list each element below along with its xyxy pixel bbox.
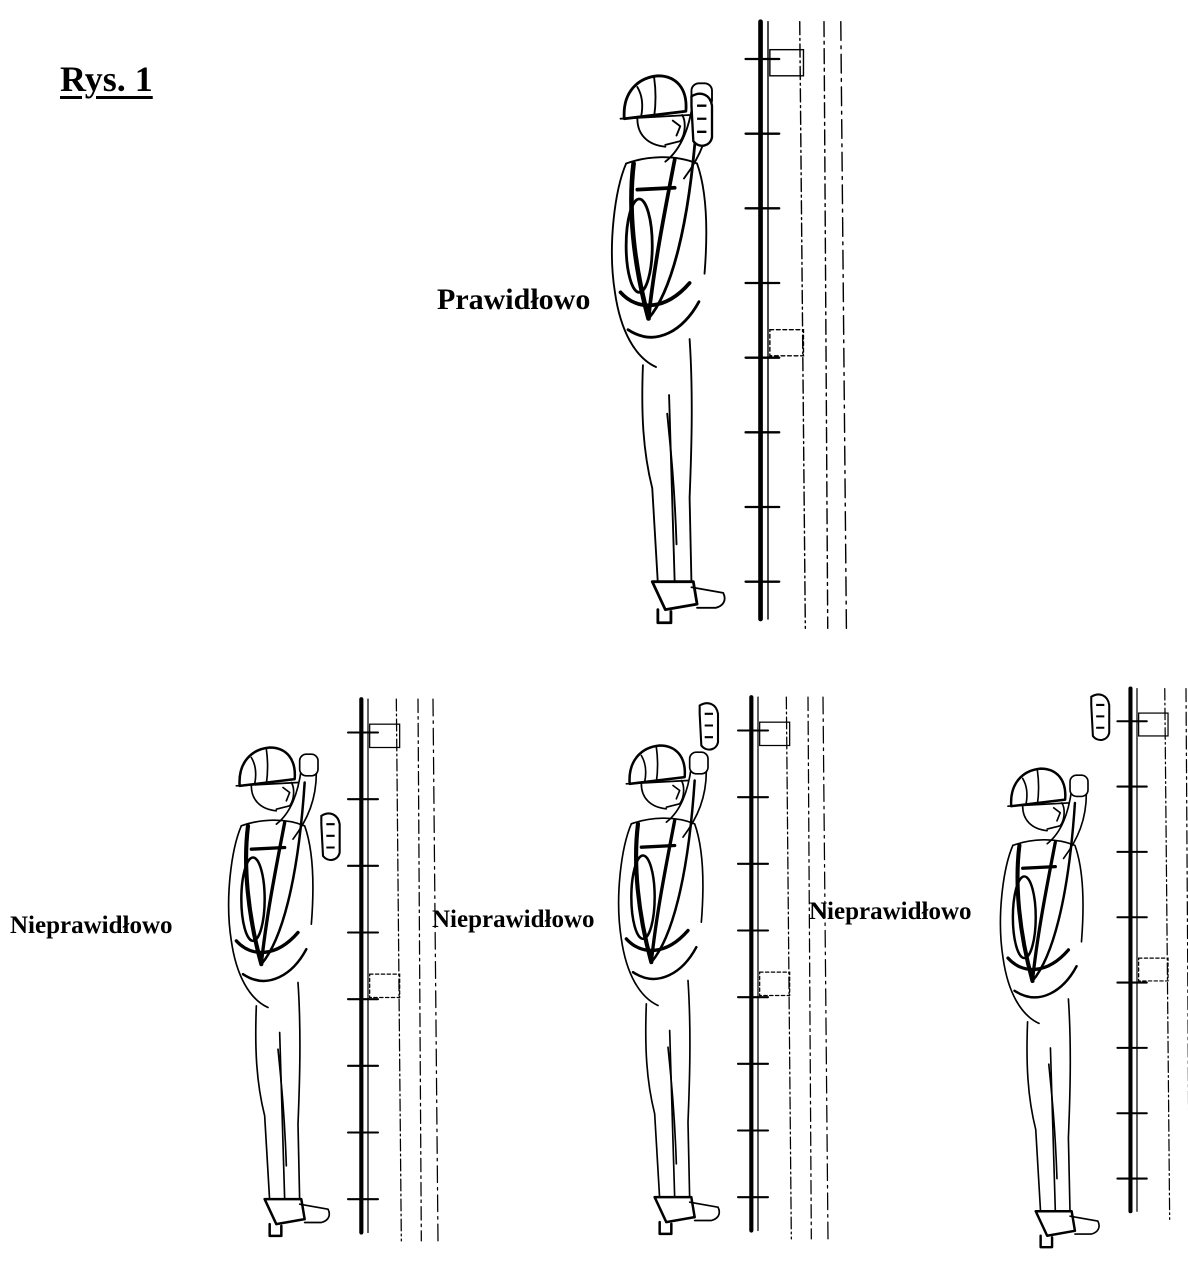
label-incorrect-3: Nieprawidłowo [809,898,972,926]
label-incorrect-1: Nieprawidłowo [10,912,173,940]
climber-diagram-incorrect-1 [218,680,418,1260]
climber-diagram-correct [600,12,824,638]
figure-title: Rys. 1 [60,58,153,100]
label-incorrect-2: Nieprawidłowo [432,906,595,934]
climber-diagram-incorrect-2 [608,678,808,1258]
fall-arrester-device [321,814,339,860]
fall-arrester-device [700,703,718,749]
climber-diagram-incorrect-3 [990,648,1186,1260]
fall-arrester-device [1091,694,1109,739]
fall-arrester-device [691,94,712,146]
label-correct: Prawidłowo [437,283,590,317]
